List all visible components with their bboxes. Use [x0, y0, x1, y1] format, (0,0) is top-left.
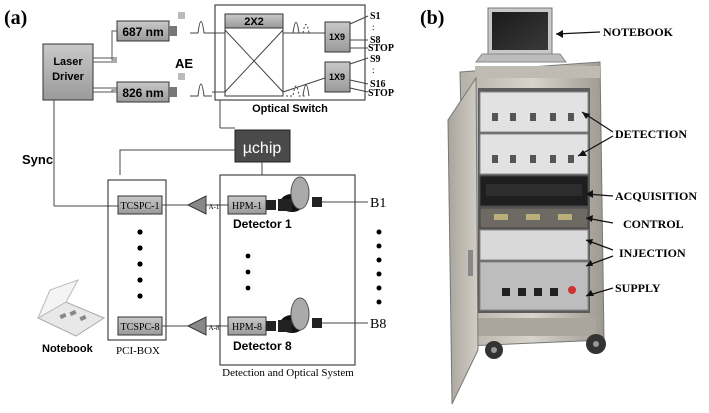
callout-notebook: NOTEBOOK [603, 25, 674, 39]
switch-out-s1: S1 [370, 11, 381, 22]
panel-b-label: (b) [420, 7, 444, 29]
b1-label: B1 [370, 196, 386, 211]
fiber-dots [376, 229, 382, 305]
switch-1x9-bottom-label: 1X9 [329, 72, 345, 82]
panel-a-label: (a) [4, 7, 27, 29]
callout-acquisition: ACQUISITION [615, 189, 697, 203]
switch-2x2: 2X2 [212, 13, 326, 97]
laser-feed-lines [111, 30, 117, 93]
laser-826: 826 nm [116, 81, 177, 103]
panel-a: (a) Laser Driver 687 nm 826 nm [4, 4, 394, 379]
switch-1x9-top: 1X9 [324, 21, 351, 53]
laptop-photo [475, 7, 567, 63]
amplifier-8: A-8 [162, 316, 228, 336]
b8-label: B8 [370, 317, 386, 332]
panel-b: (b) [420, 7, 697, 405]
callout-control: CONTROL [623, 217, 684, 231]
optical-switch-label: Optical Switch [252, 103, 328, 115]
marker-square [178, 12, 185, 19]
notebook-icon [36, 279, 106, 337]
laser-driver-line2: Driver [52, 71, 85, 83]
laser-826-label: 826 nm [122, 86, 163, 100]
switch-out-s8: S8 [370, 35, 381, 46]
callout-supply: SUPPLY [615, 281, 661, 295]
laser-687: 687 nm [116, 20, 177, 42]
switch-out-s16: S16 [370, 79, 386, 90]
marker-square [178, 73, 185, 80]
ae-label: AE [175, 56, 193, 71]
uchip: µchip [219, 100, 291, 163]
callout-detection: DETECTION [615, 127, 687, 141]
control-lines [53, 100, 263, 207]
amplifier-1: A-1 [162, 195, 228, 215]
callout-injection: INJECTION [619, 246, 686, 260]
pci-dots [137, 229, 143, 299]
amp-8-label: A-8 [209, 324, 220, 332]
switch-out-dots: : [372, 65, 375, 75]
laser-687-label: 687 nm [122, 25, 163, 39]
optical-switch-frame [214, 4, 366, 101]
amp-1-label: A-1 [209, 203, 220, 211]
switch-out-stop-top: STOP [368, 43, 394, 54]
tcspc-8-label: TCSPC-8 [121, 322, 160, 333]
detector-1-label: Detector 1 [233, 217, 292, 231]
switch-out-s9: S9 [370, 54, 381, 65]
pci-box-frame [107, 179, 167, 341]
sync-label: Sync [22, 152, 53, 167]
detection-frame [219, 174, 356, 366]
detector-8-label: Detector 8 [233, 339, 292, 353]
laser-connectors [93, 57, 117, 93]
laser-driver-line1: Laser [53, 56, 83, 68]
pci-box-label: PCI-BOX [116, 345, 160, 357]
switch-outputs [349, 15, 369, 93]
tcspc-1-label: TCSPC-1 [121, 201, 160, 212]
uchip-label: µchip [243, 140, 282, 157]
tcspc-1: TCSPC-1 [117, 195, 163, 215]
switch-1x9-top-label: 1X9 [329, 32, 345, 42]
hpm-1-label: HPM-1 [232, 201, 262, 212]
detector-dots [245, 253, 251, 291]
cabinet-photo [447, 61, 606, 405]
switch-2x2-label: 2X2 [244, 16, 264, 28]
notebook-label: Notebook [42, 343, 94, 355]
tcspc-8: TCSPC-8 [117, 316, 163, 336]
detector-1: HPM-1 Detector 1 [227, 176, 368, 231]
switch-1x9-bottom: 1X9 [324, 61, 351, 93]
callout-arrowheads [556, 30, 594, 296]
switch-out-stop-bottom: STOP [368, 88, 394, 99]
detection-system-label: Detection and Optical System [222, 367, 354, 379]
laser-driver: Laser Driver [42, 43, 94, 101]
pulse-icon [190, 21, 310, 97]
switch-out-dots: : [372, 22, 375, 32]
detector-8: HPM-8 Detector 8 [227, 297, 368, 353]
hpm-8-label: HPM-8 [232, 322, 262, 333]
